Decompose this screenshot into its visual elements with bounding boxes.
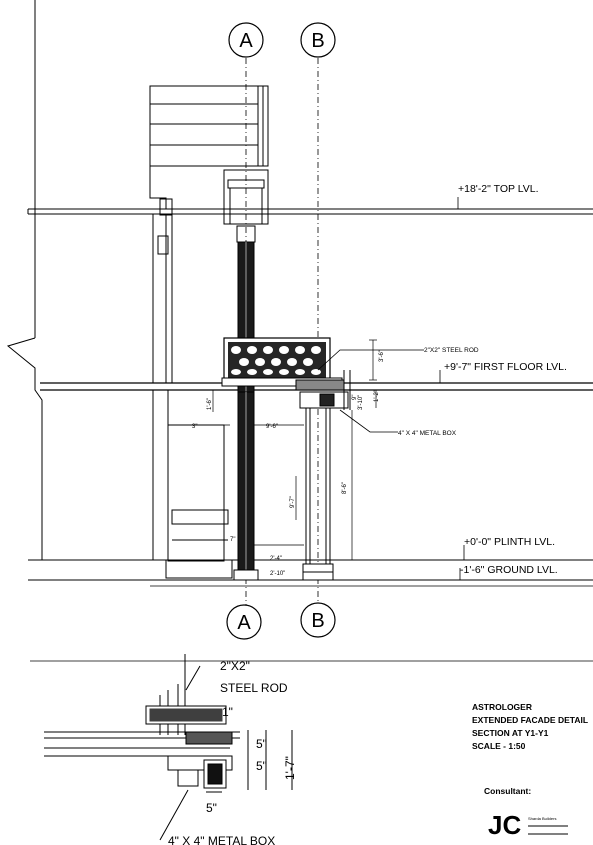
svg-text:3": 3" bbox=[192, 424, 197, 430]
upper-facade bbox=[149, 85, 269, 225]
consultant-logo: JC Sharda Builders bbox=[488, 810, 568, 840]
detail-rod-line2: STEEL ROD bbox=[220, 681, 288, 695]
detail-dim-b: 5" bbox=[256, 759, 267, 773]
svg-text:3'-6": 3'-6" bbox=[379, 350, 385, 362]
svg-text:1'-6": 1'-6" bbox=[207, 398, 213, 410]
svg-text:3'-10": 3'-10" bbox=[358, 395, 364, 410]
level-first-label: +9'-7" FIRST FLOOR LVL. bbox=[444, 361, 567, 373]
svg-text:7": 7" bbox=[230, 537, 235, 543]
svg-text:1'-2": 1'-2" bbox=[374, 390, 380, 402]
svg-text:2'-4": 2'-4" bbox=[270, 556, 282, 562]
detail-dim-d: 5" bbox=[206, 801, 217, 815]
column-b bbox=[302, 408, 334, 581]
svg-text:9'-7": 9'-7" bbox=[290, 496, 296, 508]
svg-text:JC: JC bbox=[488, 810, 521, 840]
left-structure bbox=[152, 198, 233, 579]
title-line4: SCALE - 1:50 bbox=[472, 741, 526, 751]
level-labels: +18'-2" TOP LVL. +9'-7" FIRST FLOOR LVL.… bbox=[439, 183, 567, 580]
level-plinth-label: +0'-0" PLINTH LVL. bbox=[464, 536, 555, 548]
grid-bubble-b-top: B bbox=[300, 22, 336, 58]
svg-text:B: B bbox=[311, 30, 324, 52]
grid-bubble-b-bottom: B bbox=[300, 602, 336, 638]
railing-panel bbox=[223, 337, 331, 383]
grid-axes bbox=[245, 58, 319, 605]
dimension-lines bbox=[170, 339, 377, 561]
grid-bubble-a-bottom: A bbox=[226, 604, 262, 640]
svg-text:2'-10": 2'-10" bbox=[270, 571, 285, 577]
svg-text:B: B bbox=[311, 610, 324, 632]
svg-text:A: A bbox=[239, 30, 253, 52]
svg-text:Sharda Builders: Sharda Builders bbox=[528, 816, 556, 821]
leaders bbox=[317, 349, 424, 433]
consultant-label: Consultant: bbox=[484, 786, 531, 796]
title-block: ASTROLOGER EXTENDED FACADE DETAIL SECTIO… bbox=[472, 702, 588, 796]
detail-dim-e: 1" bbox=[222, 705, 233, 719]
svg-text:8'-6": 8'-6" bbox=[342, 482, 348, 494]
level-ground-label: -1'-6" GROUND LVL. bbox=[460, 564, 558, 576]
svg-text:9": 9" bbox=[352, 395, 358, 400]
title-line2: EXTENDED FACADE DETAIL bbox=[472, 715, 588, 725]
svg-text:A: A bbox=[237, 612, 251, 634]
detail-dim-a: 5" bbox=[256, 737, 267, 751]
slab-detail bbox=[221, 370, 351, 410]
steel-column bbox=[233, 225, 259, 581]
detail-rod-line1: 2"X2" bbox=[220, 659, 250, 673]
detail-box-label: 4" X 4" METAL BOX bbox=[168, 834, 275, 845]
enlarged-detail bbox=[44, 654, 293, 841]
note-metal-box: 4" X 4" METAL BOX bbox=[398, 430, 457, 437]
title-line3: SECTION AT Y1-Y1 bbox=[472, 728, 549, 738]
note-steel-rod: 2"X2" STEEL ROD bbox=[424, 347, 479, 354]
title-line1: ASTROLOGER bbox=[472, 702, 532, 712]
level-top-label: +18'-2" TOP LVL. bbox=[458, 183, 539, 195]
dimension-texts: 3'-6" 3" 9'-6" 1'-6" 1'-2" 9'-7" 8'-6" 2… bbox=[192, 350, 385, 577]
detail-dim-c: 1'-7" bbox=[283, 756, 297, 780]
svg-text:9'-6": 9'-6" bbox=[266, 424, 278, 430]
left-wall bbox=[6, 0, 43, 560]
grid-bubble-a-top: A bbox=[228, 22, 264, 58]
